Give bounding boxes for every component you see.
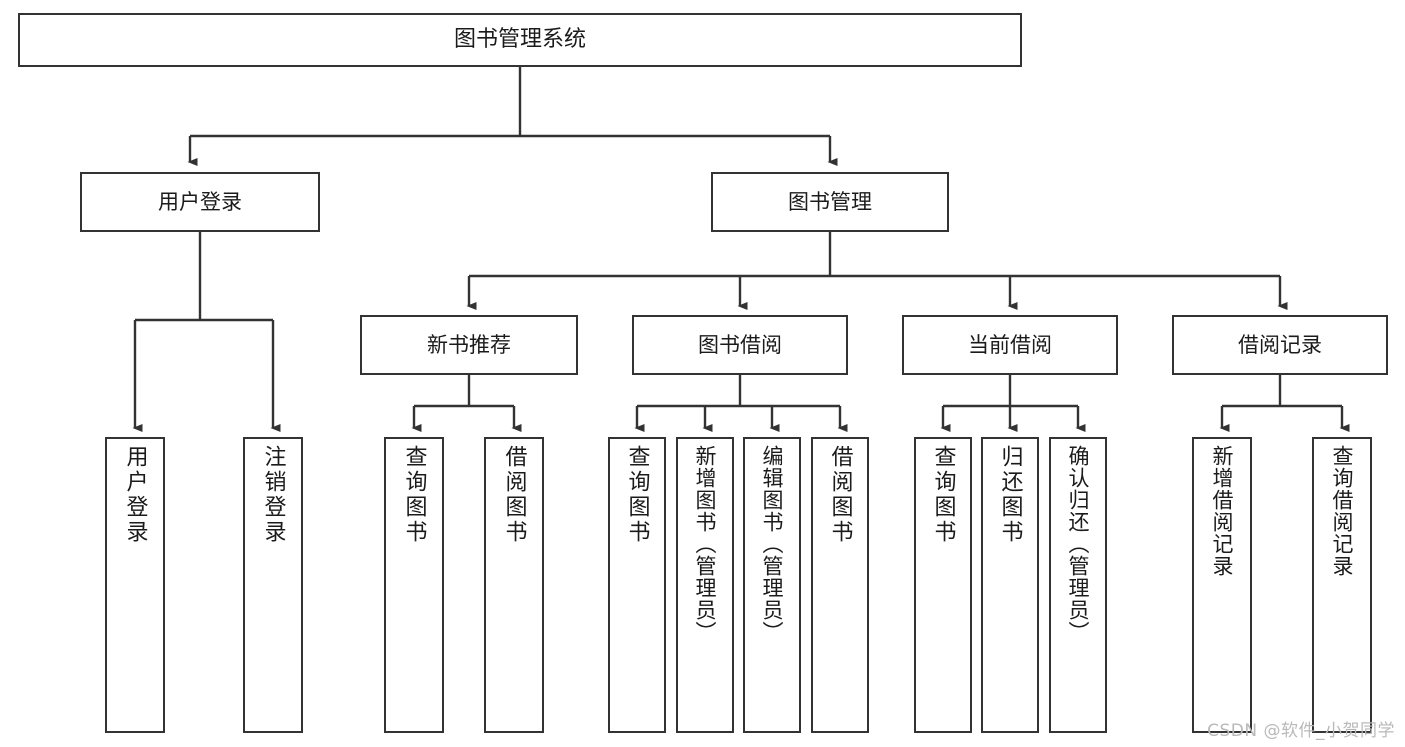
node-label: 图书管理: [788, 189, 872, 214]
leaf-label: 用户登录: [122, 445, 148, 545]
node-label: 图书管理系统: [453, 27, 586, 53]
leaf-query-book-recommend[interactable]: 查询图书: [384, 437, 444, 733]
leaf-confirm-return-admin[interactable]: 确认归还（管理员）: [1049, 437, 1107, 733]
leaf-borrow-book[interactable]: 借阅图书: [811, 437, 869, 733]
leaf-label: 新增借阅记录: [1210, 445, 1235, 577]
leaf-label: 新增图书（管理员）: [693, 445, 718, 643]
node-user-login[interactable]: 用户登录: [80, 172, 320, 232]
leaf-label: 借阅图书: [827, 445, 853, 545]
node-new-book-recommend[interactable]: 新书推荐: [360, 315, 578, 375]
watermark: CSDN @软件_小贺同学: [1207, 721, 1395, 741]
leaf-logout-login[interactable]: 注销登录: [243, 437, 303, 733]
leaf-label: 编辑图书（管理员）: [760, 445, 785, 643]
leaf-label: 查询图书: [930, 445, 956, 545]
node-label: 当前借阅: [968, 332, 1052, 357]
leaf-add-borrow-record[interactable]: 新增借阅记录: [1192, 437, 1252, 733]
node-label: 新书推荐: [427, 332, 511, 357]
leaf-user-login[interactable]: 用户登录: [105, 437, 165, 733]
leaf-query-book-borrow[interactable]: 查询图书: [608, 437, 666, 733]
leaf-edit-book-admin[interactable]: 编辑图书（管理员）: [743, 437, 801, 733]
node-current-borrow[interactable]: 当前借阅: [902, 315, 1118, 375]
node-book-management[interactable]: 图书管理: [711, 172, 949, 232]
node-book-borrow[interactable]: 图书借阅: [632, 315, 848, 375]
leaf-add-book-admin[interactable]: 新增图书（管理员）: [676, 437, 734, 733]
leaf-label: 查询图书: [401, 445, 427, 545]
leaf-return-book[interactable]: 归还图书: [981, 437, 1039, 733]
leaf-query-book-current[interactable]: 查询图书: [914, 437, 972, 733]
node-root-book-management-system[interactable]: 图书管理系统: [18, 13, 1022, 67]
leaf-label: 借阅图书: [501, 445, 527, 545]
leaf-query-borrow-record[interactable]: 查询借阅记录: [1312, 437, 1372, 733]
leaf-borrow-book-recommend[interactable]: 借阅图书: [484, 437, 544, 733]
node-label: 图书借阅: [698, 332, 782, 357]
leaf-label: 归还图书: [997, 445, 1023, 545]
leaf-label: 查询借阅记录: [1330, 445, 1355, 577]
leaf-label: 查询图书: [624, 445, 650, 545]
node-borrow-record[interactable]: 借阅记录: [1172, 315, 1388, 375]
leaf-label: 确认归还（管理员）: [1066, 445, 1091, 643]
node-label: 用户登录: [158, 189, 242, 214]
leaf-label: 注销登录: [260, 445, 286, 545]
node-label: 借阅记录: [1238, 332, 1322, 357]
